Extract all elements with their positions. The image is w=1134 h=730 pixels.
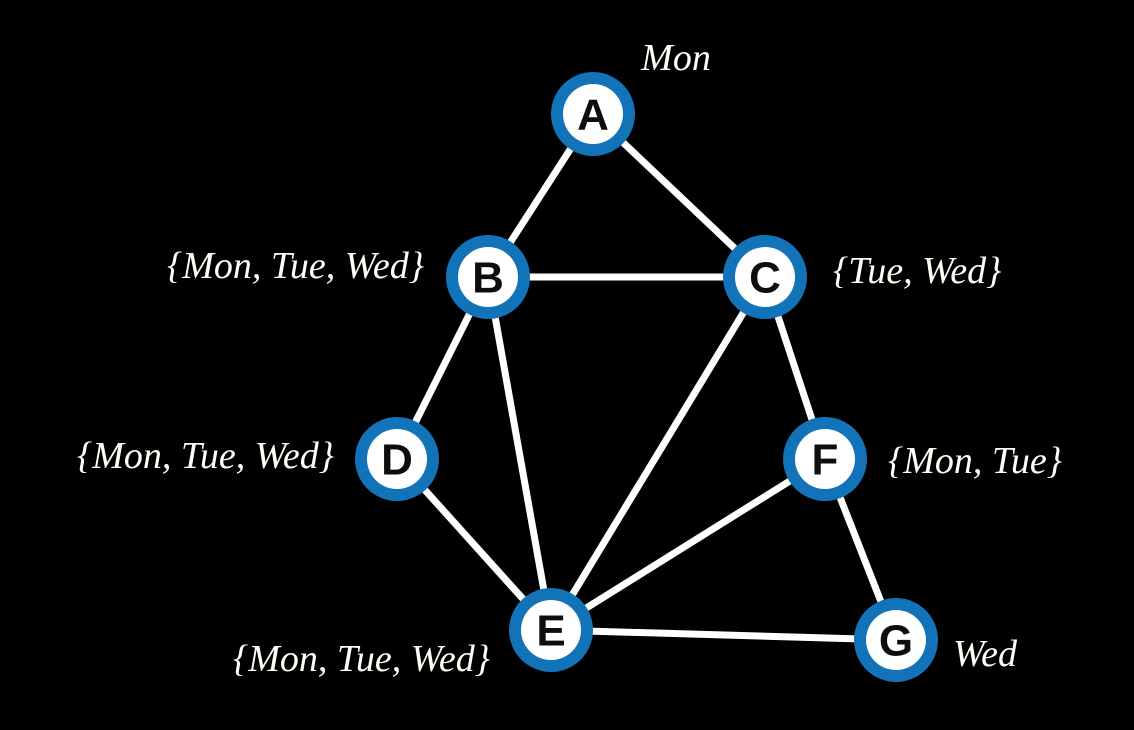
node-F-domain-label: {Mon, Tue}: [888, 440, 1062, 482]
edge-C-E: [547, 273, 769, 634]
node-C-disc: [735, 247, 795, 307]
node-G: G: [854, 598, 938, 682]
node-G-disc: [866, 610, 926, 670]
node-E-domain-label: {Mon, Tue, Wed}: [233, 638, 490, 680]
edge-B-E: [484, 273, 555, 634]
node-C-domain-label: {Tue, Wed}: [833, 250, 1001, 292]
node-F: F: [783, 417, 867, 501]
node-C-letter: C: [749, 253, 781, 302]
edge-E-G: [547, 626, 900, 644]
node-D-domain-label: {Mon, Tue, Wed}: [77, 435, 334, 477]
node-A-disc: [563, 84, 623, 144]
node-D-disc: [367, 429, 427, 489]
node-D-letter: D: [381, 435, 413, 484]
node-A-letter: A: [577, 90, 609, 139]
node-F-disc: [795, 429, 855, 489]
node-B-letter: B: [472, 253, 504, 302]
node-D: D: [355, 417, 439, 501]
node-B-domain-label: {Mon, Tue, Wed}: [167, 245, 424, 287]
node-F-letter: F: [812, 435, 839, 484]
node-C: C: [723, 235, 807, 319]
node-A: A: [551, 72, 635, 156]
node-B-disc: [458, 247, 518, 307]
node-E: E: [509, 588, 593, 672]
node-G-letter: G: [879, 616, 913, 665]
edge-E-F: [547, 455, 829, 634]
node-A-domain-label: Mon: [640, 37, 711, 79]
node-B: B: [446, 235, 530, 319]
node-E-letter: E: [536, 606, 565, 655]
node-E-disc: [521, 600, 581, 660]
node-G-domain-label: Wed: [953, 633, 1018, 675]
